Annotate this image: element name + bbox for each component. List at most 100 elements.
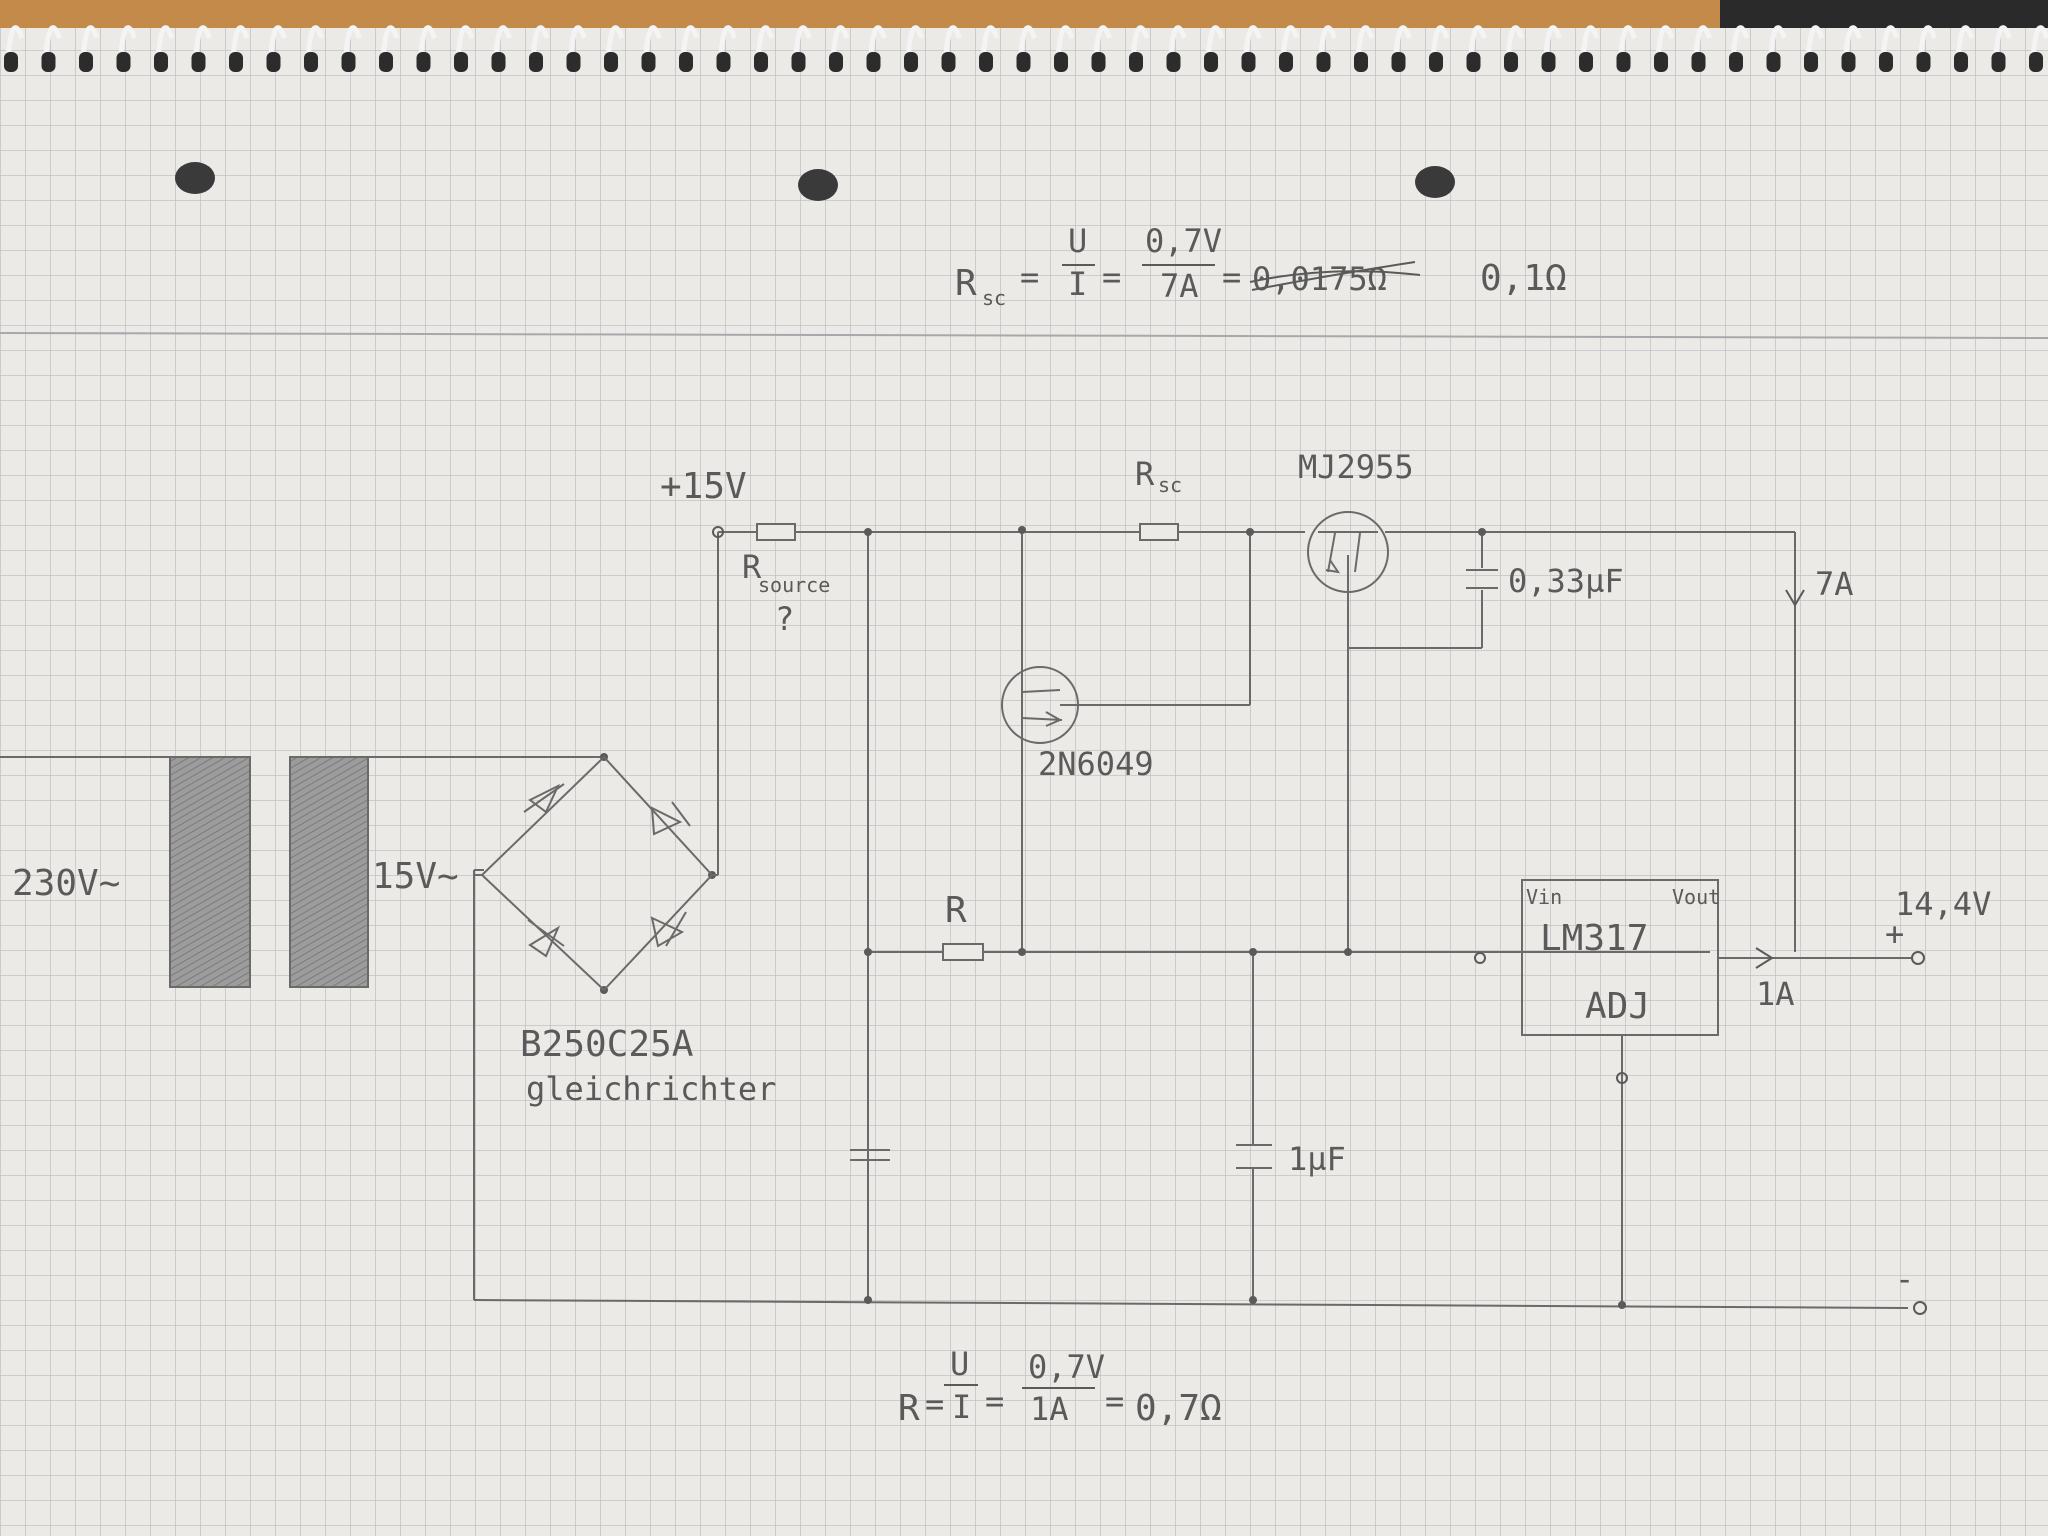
sense-transistor-label: 2N6049: [1038, 745, 1154, 783]
spiral-hole: [79, 52, 93, 72]
spiral-ring: [680, 25, 700, 59]
spiral-ring: [568, 25, 587, 59]
spiral-ring: [155, 25, 175, 59]
spiral-hole: [1429, 52, 1443, 72]
svg-text:7A: 7A: [1160, 267, 1199, 305]
punch-hole-right: [1415, 166, 1455, 198]
current-reg-label: 1A: [1756, 975, 1795, 1013]
spiral-hole: [1129, 52, 1143, 72]
spiral-hole: [491, 52, 506, 72]
spiral-hole: [1954, 52, 1968, 72]
spiral-hole: [1616, 52, 1631, 72]
rail-voltage-label: +15V: [660, 466, 747, 507]
svg-text:-: -: [1895, 1260, 1914, 1298]
resistor-source: [756, 523, 796, 541]
svg-text:?: ?: [775, 600, 794, 638]
svg-text:U: U: [1068, 222, 1087, 260]
desk-object: [1720, 0, 2048, 30]
cap-bypass-label: 0,33µF: [1508, 562, 1624, 600]
capacitor-bypass: [1466, 569, 1498, 589]
spiral-ring: [268, 25, 287, 59]
bridge-rectifier: [474, 755, 718, 992]
spiral-hole: [1091, 52, 1106, 72]
spiral-ring: [418, 25, 437, 59]
spiral-ring: [718, 25, 737, 59]
spiral-ring: [1355, 25, 1375, 59]
spiral-ring: [1130, 25, 1150, 59]
spiral-ring: [1205, 25, 1225, 59]
spiral-hole: [191, 52, 206, 72]
spiral-ring: [1655, 25, 1675, 59]
spiral-hole: [1316, 52, 1331, 72]
spiral-hole: [266, 52, 281, 72]
struck-value: 0,0175Ω: [1252, 260, 1387, 298]
pass-transistor-label: MJ2955: [1298, 448, 1414, 486]
spiral-ring: [1168, 25, 1187, 59]
spiral-ring: [1693, 25, 1712, 59]
spiral-hole: [1466, 52, 1481, 72]
input-voltage-label: 230V~: [12, 863, 120, 904]
spiral-hole: [1204, 52, 1218, 72]
svg-text:=: =: [985, 1382, 1004, 1420]
svg-text:source: source: [758, 573, 830, 597]
spiral-ring: [1730, 25, 1750, 59]
spiral-hole: [604, 52, 618, 72]
rectifier-part-label: B250C25A: [520, 1024, 694, 1065]
svg-text:=: =: [1105, 1382, 1124, 1420]
spiral-hole: [1991, 52, 2006, 72]
spiral-ring: [605, 25, 625, 59]
svg-text:Vout: Vout: [1672, 885, 1720, 909]
spiral-ring: [1918, 25, 1937, 59]
transformer-secondary-core: [289, 756, 369, 988]
spiral-hole: [566, 52, 581, 72]
spiral-hole: [1279, 52, 1293, 72]
capacitor-output: [1236, 1144, 1272, 1169]
svg-text:R: R: [742, 548, 762, 586]
spiral-ring: [455, 25, 475, 59]
spiral-hole: [341, 52, 356, 72]
spiral-hole: [866, 52, 881, 72]
svg-text:=: =: [1102, 258, 1121, 296]
spiral-hole: [41, 52, 56, 72]
spiral-hole: [791, 52, 806, 72]
formula-rsc: R sc = U I = 0,7V 7A = 0,0175Ω 0,1Ω: [955, 222, 1567, 310]
punch-hole-center: [798, 169, 838, 201]
spiral-hole: [1241, 52, 1256, 72]
current-total-label: 7A: [1815, 565, 1854, 603]
transistor-2n6049: [1001, 666, 1085, 744]
spiral-ring: [230, 25, 250, 59]
spiral-hole: [529, 52, 543, 72]
rectifier-name-label: gleichrichter: [526, 1070, 776, 1108]
spiral-hole: [454, 52, 468, 72]
spiral-ring: [1280, 25, 1300, 59]
spiral-hole: [1879, 52, 1893, 72]
svg-text:I: I: [952, 1388, 971, 1426]
spiral-hole: [1504, 52, 1518, 72]
punch-hole-left: [175, 162, 215, 194]
capacitor-input: [850, 1149, 890, 1161]
transformer-primary-core: [169, 756, 251, 988]
spiral-ring: [905, 25, 925, 59]
spiral-ring: [1093, 25, 1112, 59]
spiral-hole: [1579, 52, 1593, 72]
page-fold-line: [0, 332, 2048, 339]
spiral-ring: [1955, 25, 1975, 59]
spiral-ring: [1505, 25, 1525, 59]
svg-text:U: U: [950, 1345, 969, 1383]
svg-text:0,1Ω: 0,1Ω: [1480, 258, 1567, 299]
output-voltage-label: 14,4V: [1895, 885, 1991, 923]
spiral-hole: [716, 52, 731, 72]
spiral-ring: [343, 25, 362, 59]
resistor-rsc: [1139, 523, 1179, 541]
svg-text:R: R: [1135, 455, 1155, 493]
resistor-r: [942, 943, 984, 961]
spiral-hole: [641, 52, 656, 72]
spiral-hole: [379, 52, 393, 72]
resistor-r-label: R: [945, 890, 967, 931]
terminals: [712, 526, 1927, 1315]
spiral-hole: [1016, 52, 1031, 72]
spiral-ring: [793, 25, 812, 59]
svg-text:R: R: [955, 263, 977, 304]
spiral-hole: [154, 52, 168, 72]
